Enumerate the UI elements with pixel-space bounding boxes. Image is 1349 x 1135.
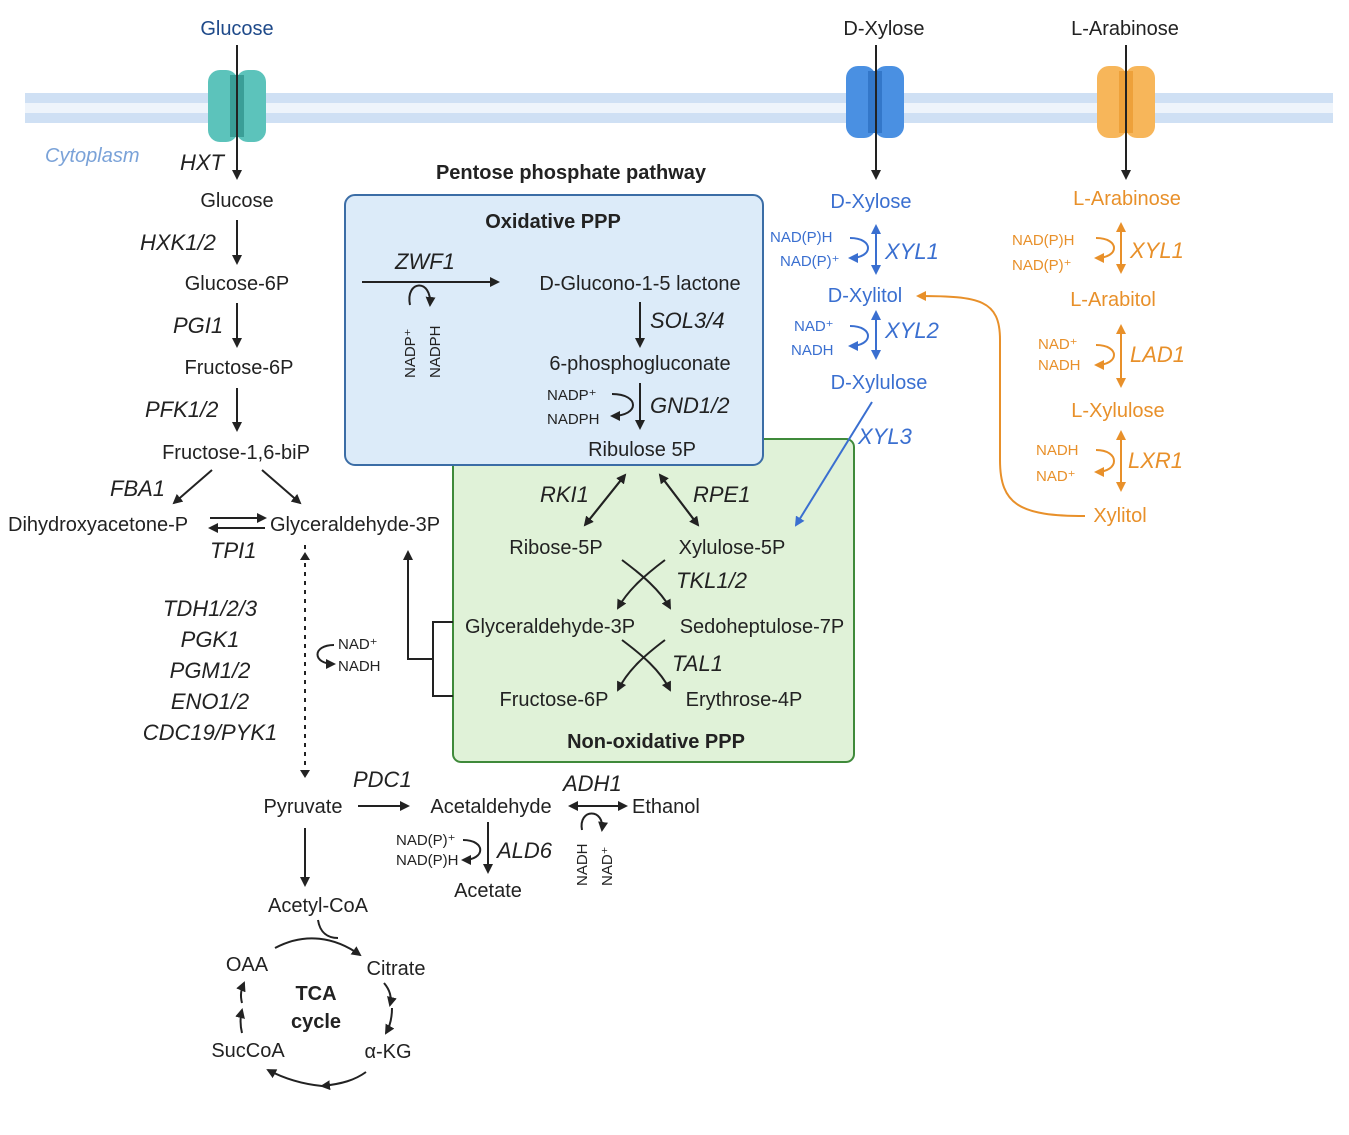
cytoplasm-label: Cytoplasm bbox=[45, 145, 139, 167]
akg-node: α-KG bbox=[364, 1041, 411, 1063]
ribulose-5p-node: Ribulose 5P bbox=[588, 439, 696, 461]
rki-enzyme: RKI1 bbox=[540, 482, 589, 507]
zwf-nadp-label: NADP⁺ bbox=[402, 328, 419, 378]
xylulose-5p-node: Xylulose-5P bbox=[679, 537, 786, 559]
xylitol-node: D-Xylitol bbox=[828, 285, 902, 307]
gnd-enzyme: GND1/2 bbox=[650, 393, 729, 418]
fba-enzyme: FBA1 bbox=[110, 476, 165, 501]
glyc-nadh-label: NADH bbox=[338, 658, 381, 675]
eno-enzyme: ENO1/2 bbox=[171, 689, 249, 714]
pyruvate-node: Pyruvate bbox=[264, 796, 343, 818]
xyl2-nadh-label: NADH bbox=[791, 342, 834, 359]
cell-membrane bbox=[25, 93, 1333, 123]
ext-arabinose-label: L-Arabinose bbox=[1071, 18, 1179, 40]
lactone-node: D-Glucono-1-5 lactone bbox=[539, 273, 740, 295]
arabinose-node: L-Arabinose bbox=[1073, 188, 1181, 210]
ethanol-node: Ethanol bbox=[632, 796, 700, 818]
pyk-enzyme: CDC19/PYK1 bbox=[143, 720, 278, 745]
fructose-16bip-node: Fructose-1,6-biP bbox=[162, 442, 310, 464]
arabinose-transporter-icon bbox=[1097, 66, 1155, 138]
hxt-enzyme: HXT bbox=[180, 150, 226, 175]
ald-nadp-label: NAD(P)⁺ bbox=[396, 832, 456, 849]
xyl3-enzyme: XYL3 bbox=[857, 424, 913, 449]
ald-nadph-label: NAD(P)H bbox=[396, 852, 459, 869]
hxk-enzyme: HXK1/2 bbox=[140, 230, 216, 255]
oxidative-ppp-box bbox=[344, 194, 764, 466]
glucose-6p-node: Glucose-6P bbox=[185, 273, 290, 295]
sedoheptulose-7p-node: Sedoheptulose-7P bbox=[680, 616, 845, 638]
zwf-enzyme: ZWF1 bbox=[394, 249, 455, 274]
dhap-node: Dihydroxyacetone-P bbox=[8, 514, 188, 536]
pgm-enzyme: PGM1/2 bbox=[170, 658, 251, 683]
ribose-5p-node: Ribose-5P bbox=[509, 537, 602, 559]
ara-xyl1-nadp-label: NAD(P)⁺ bbox=[1012, 257, 1072, 274]
adh-nadh-label: NADH bbox=[574, 843, 591, 886]
lad-nadh-label: NADH bbox=[1038, 357, 1081, 374]
sol-enzyme: SOL3/4 bbox=[650, 308, 725, 333]
pgi-enzyme: PGI1 bbox=[173, 313, 223, 338]
tal-enzyme: TAL1 bbox=[672, 651, 723, 676]
citrate-node: Citrate bbox=[367, 958, 426, 980]
acetaldehyde-node: Acetaldehyde bbox=[430, 796, 551, 818]
xyl1-enzyme: XYL1 bbox=[884, 239, 939, 264]
glyc-nad-label: NAD⁺ bbox=[338, 636, 378, 653]
ara-xyl1-enzyme: XYL1 bbox=[1129, 238, 1184, 263]
xylulose-node: D-Xylulose bbox=[831, 372, 928, 394]
xylose-transporter-icon bbox=[846, 66, 904, 138]
rpe-enzyme: RPE1 bbox=[693, 482, 750, 507]
tkl-enzyme: TKL1/2 bbox=[676, 568, 747, 593]
adh-nad-label: NAD⁺ bbox=[599, 846, 616, 886]
xyl1-nadph-label: NAD(P)H bbox=[770, 229, 833, 246]
lxr-nad-label: NAD⁺ bbox=[1036, 468, 1076, 485]
xyl2-nad-label: NAD⁺ bbox=[794, 318, 834, 335]
ald-enzyme: ALD6 bbox=[495, 838, 553, 863]
lad-enzyme: LAD1 bbox=[1130, 342, 1185, 367]
lower-glycolysis-enzymes: TDH1/2/3 PGK1 PGM1/2 ENO1/2 CDC19/PYK1 bbox=[143, 596, 278, 745]
ext-xylose-label: D-Xylose bbox=[843, 18, 924, 40]
l-xylulose-node: L-Xylulose bbox=[1071, 400, 1164, 422]
nonox-g3p-node: Glyceraldehyde-3P bbox=[465, 616, 635, 638]
ppp-title: Pentose phosphate pathway bbox=[436, 162, 707, 184]
nonoxidative-ppp-box bbox=[452, 438, 855, 763]
adh-enzyme: ADH1 bbox=[561, 771, 622, 796]
arabitol-node: L-Arabitol bbox=[1070, 289, 1156, 311]
gnd-nadph-label: NADPH bbox=[547, 411, 600, 428]
glucose-node: Glucose bbox=[200, 190, 273, 212]
tca-title-line2: cycle bbox=[291, 1011, 341, 1033]
pdc-enzyme: PDC1 bbox=[353, 767, 412, 792]
tpi-enzyme: TPI1 bbox=[210, 538, 256, 563]
succoa-node: SucCoA bbox=[211, 1040, 285, 1062]
acetate-node: Acetate bbox=[454, 880, 522, 902]
lxr-nadh-label: NADH bbox=[1036, 442, 1079, 459]
xyl1-nadp-label: NAD(P)⁺ bbox=[780, 253, 840, 270]
lxr-enzyme: LXR1 bbox=[1128, 448, 1183, 473]
ara-xyl1-nadph-label: NAD(P)H bbox=[1012, 232, 1075, 249]
tca-title-line1: TCA bbox=[295, 983, 336, 1005]
acetylcoa-node: Acetyl-CoA bbox=[268, 895, 369, 917]
xyl2-enzyme: XYL2 bbox=[884, 318, 939, 343]
tdh-enzyme: TDH1/2/3 bbox=[163, 596, 258, 621]
lad-nad-label: NAD⁺ bbox=[1038, 336, 1078, 353]
nonox-f6p-node: Fructose-6P bbox=[500, 689, 609, 711]
oaa-node: OAA bbox=[226, 954, 269, 976]
zwf-nadph-label: NADPH bbox=[427, 325, 444, 378]
gnd-nadp-label: NADP⁺ bbox=[547, 387, 597, 404]
pgk-enzyme: PGK1 bbox=[181, 627, 240, 652]
oxidative-ppp-title: Oxidative PPP bbox=[485, 211, 621, 233]
nonoxidative-ppp-title: Non-oxidative PPP bbox=[567, 731, 745, 753]
ext-glucose-label: Glucose bbox=[200, 18, 273, 40]
pfk-enzyme: PFK1/2 bbox=[145, 397, 218, 422]
xylose-node: D-Xylose bbox=[830, 191, 911, 213]
erythrose-4p-node: Erythrose-4P bbox=[686, 689, 803, 711]
g3p-node: Glyceraldehyde-3P bbox=[270, 514, 440, 536]
ara-xylitol-node: Xylitol bbox=[1093, 505, 1146, 527]
fructose-6p-node: Fructose-6P bbox=[185, 357, 294, 379]
6pg-node: 6-phosphogluconate bbox=[549, 353, 730, 375]
